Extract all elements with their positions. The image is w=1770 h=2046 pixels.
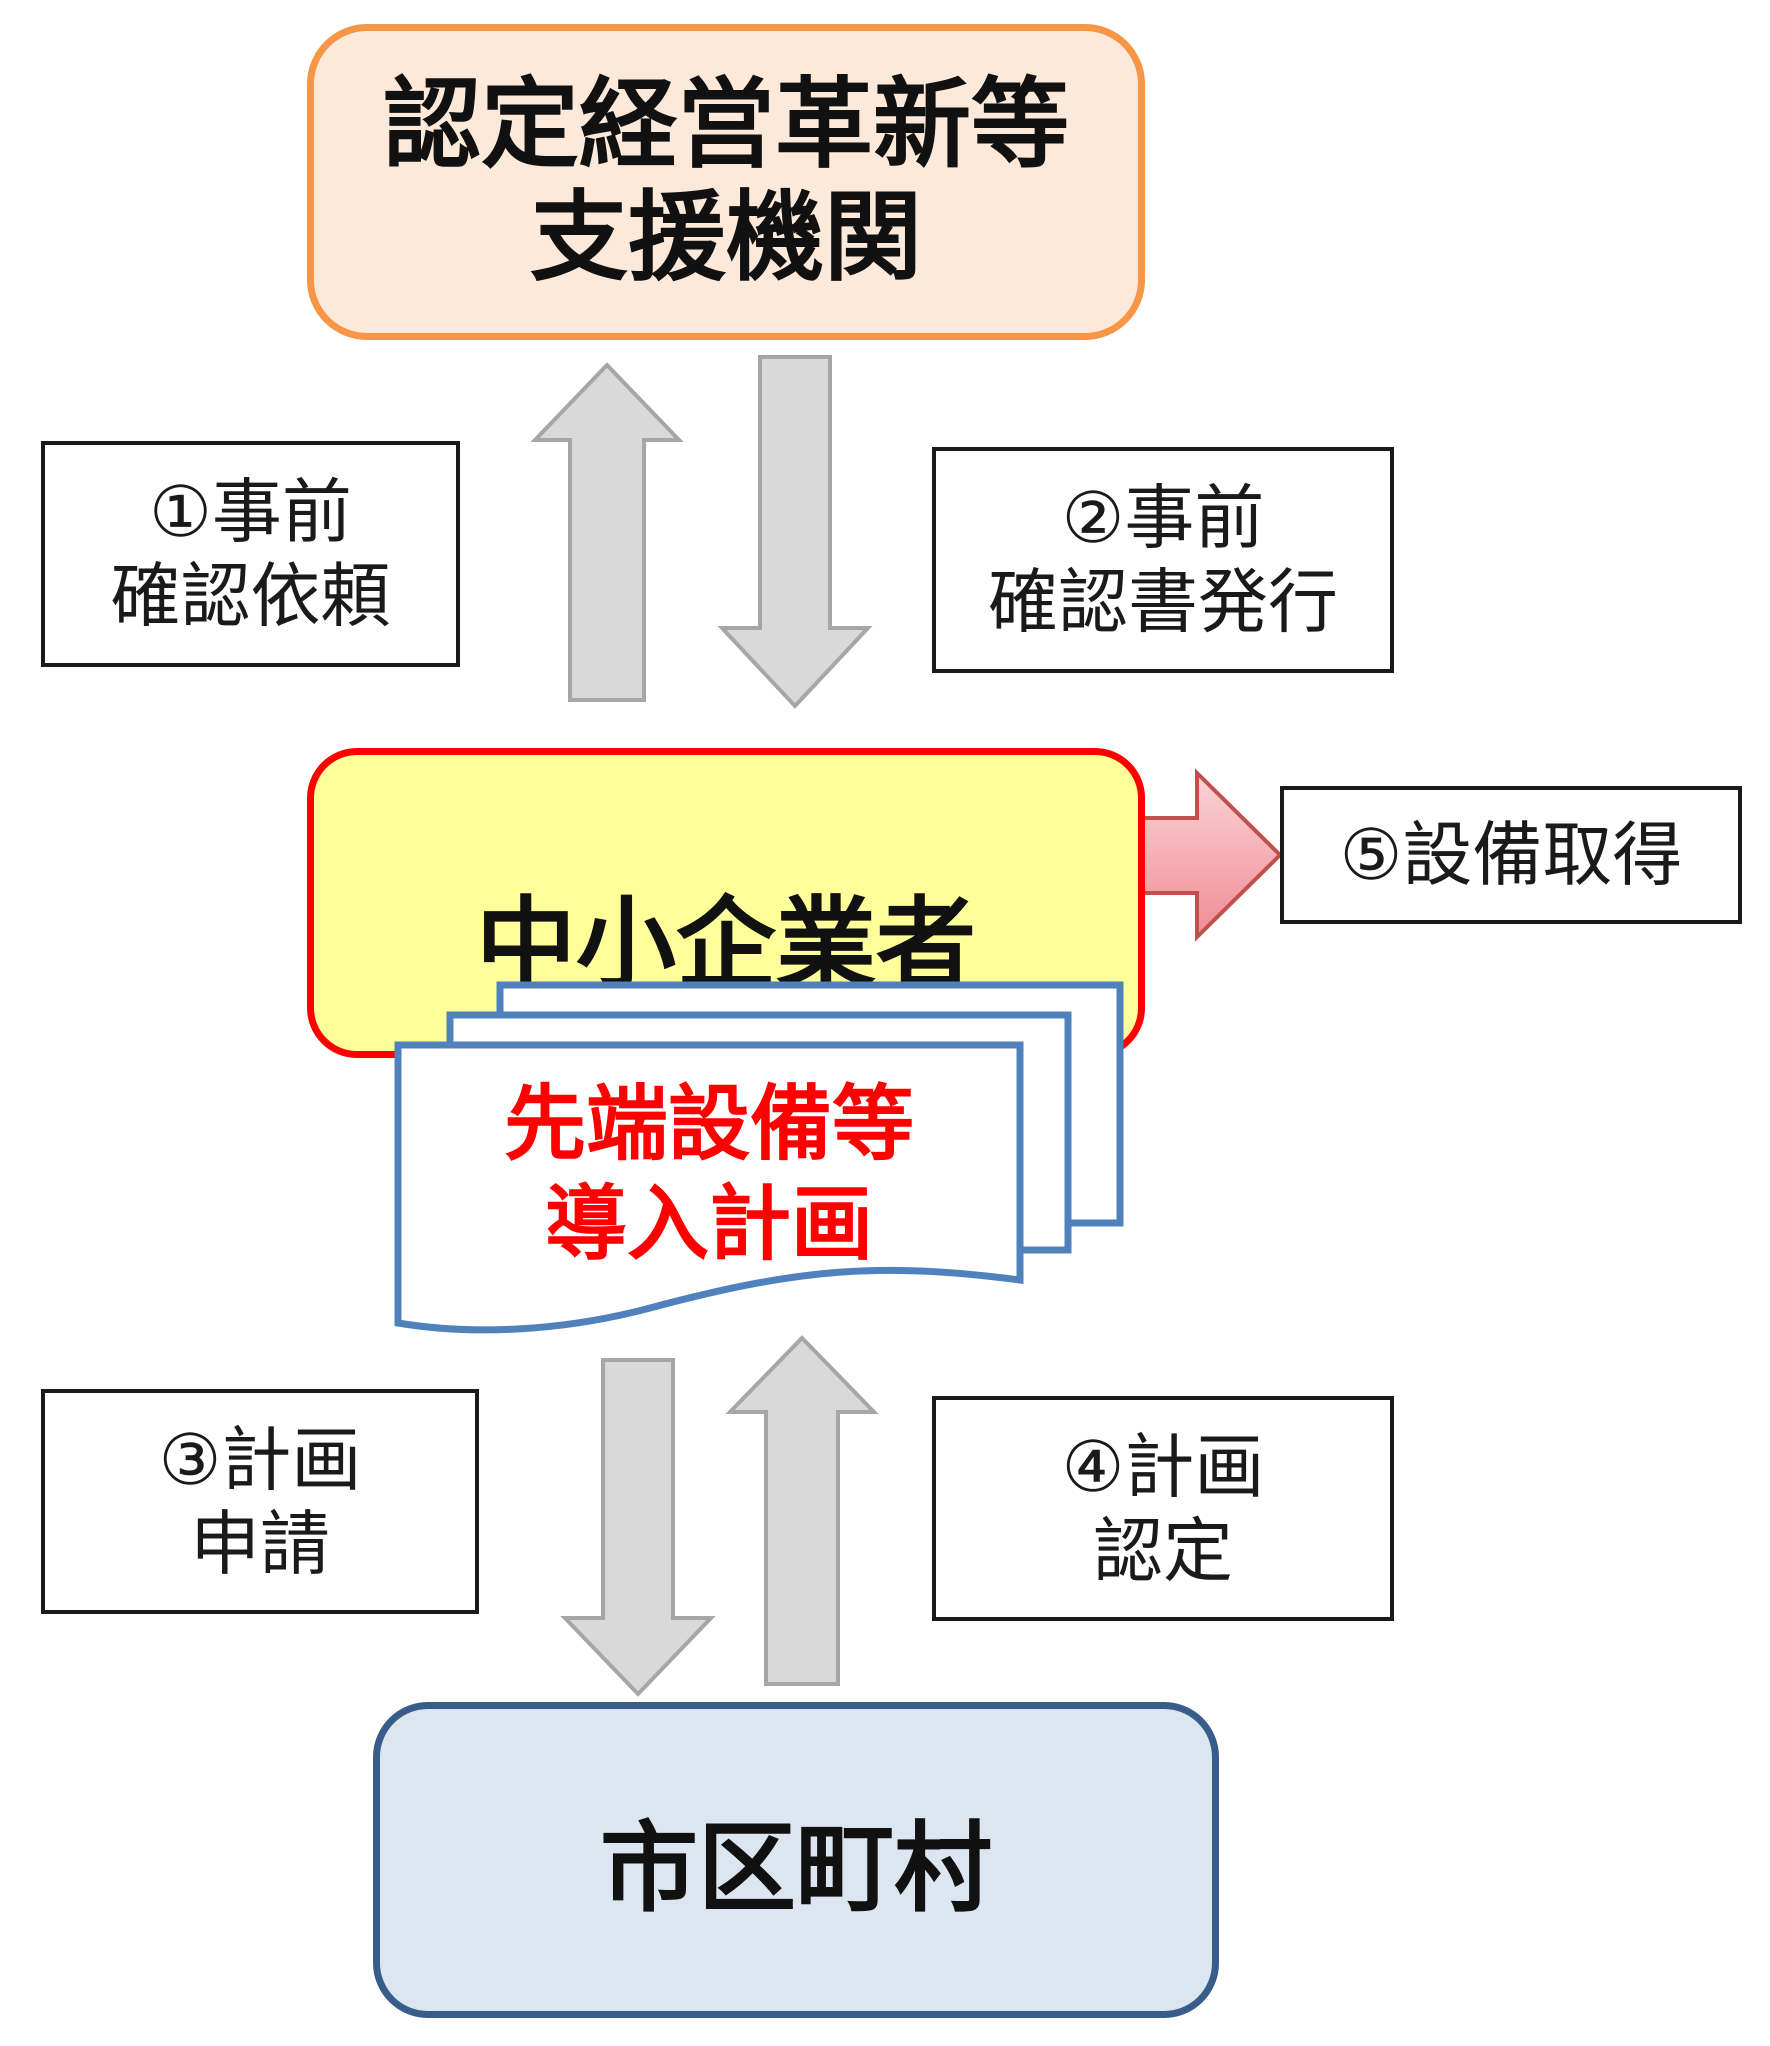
step-2-label-box: ②事前 確認書発行 <box>932 447 1394 673</box>
municipality-node: 市区町村 <box>373 1702 1219 2018</box>
arrow-apply-down <box>560 1358 716 1697</box>
plan-doc-label: 先端設備等 導入計画 <box>503 1076 914 1272</box>
arrow-issue-down <box>717 355 873 709</box>
step-5-label-box: ⑤設備取得 <box>1280 786 1742 924</box>
arrow-approve-up <box>725 1335 879 1686</box>
arrow-request-up <box>530 362 684 702</box>
step-1-label: ①事前 確認依頼 <box>110 471 391 637</box>
step-5-label: ⑤設備取得 <box>1339 814 1683 896</box>
plan-doc-node: 先端設備等 導入計画 <box>398 1060 1020 1290</box>
step-4-label: ④計画 認定 <box>1061 1425 1265 1592</box>
municipality-label: 市区町村 <box>599 1812 992 1926</box>
support-org-node: 認定経営革新等 支援機関 <box>307 24 1145 340</box>
step-2-label: ②事前 確認書発行 <box>988 477 1338 643</box>
support-org-label: 認定経営革新等 支援機関 <box>382 68 1069 295</box>
step-1-label-box: ①事前 確認依頼 <box>41 441 460 667</box>
step-3-label: ③計画 申請 <box>158 1418 362 1585</box>
step-3-label-box: ③計画 申請 <box>41 1389 479 1614</box>
step-4-label-box: ④計画 認定 <box>932 1396 1394 1621</box>
plan-doc-front <box>394 1041 1024 1334</box>
